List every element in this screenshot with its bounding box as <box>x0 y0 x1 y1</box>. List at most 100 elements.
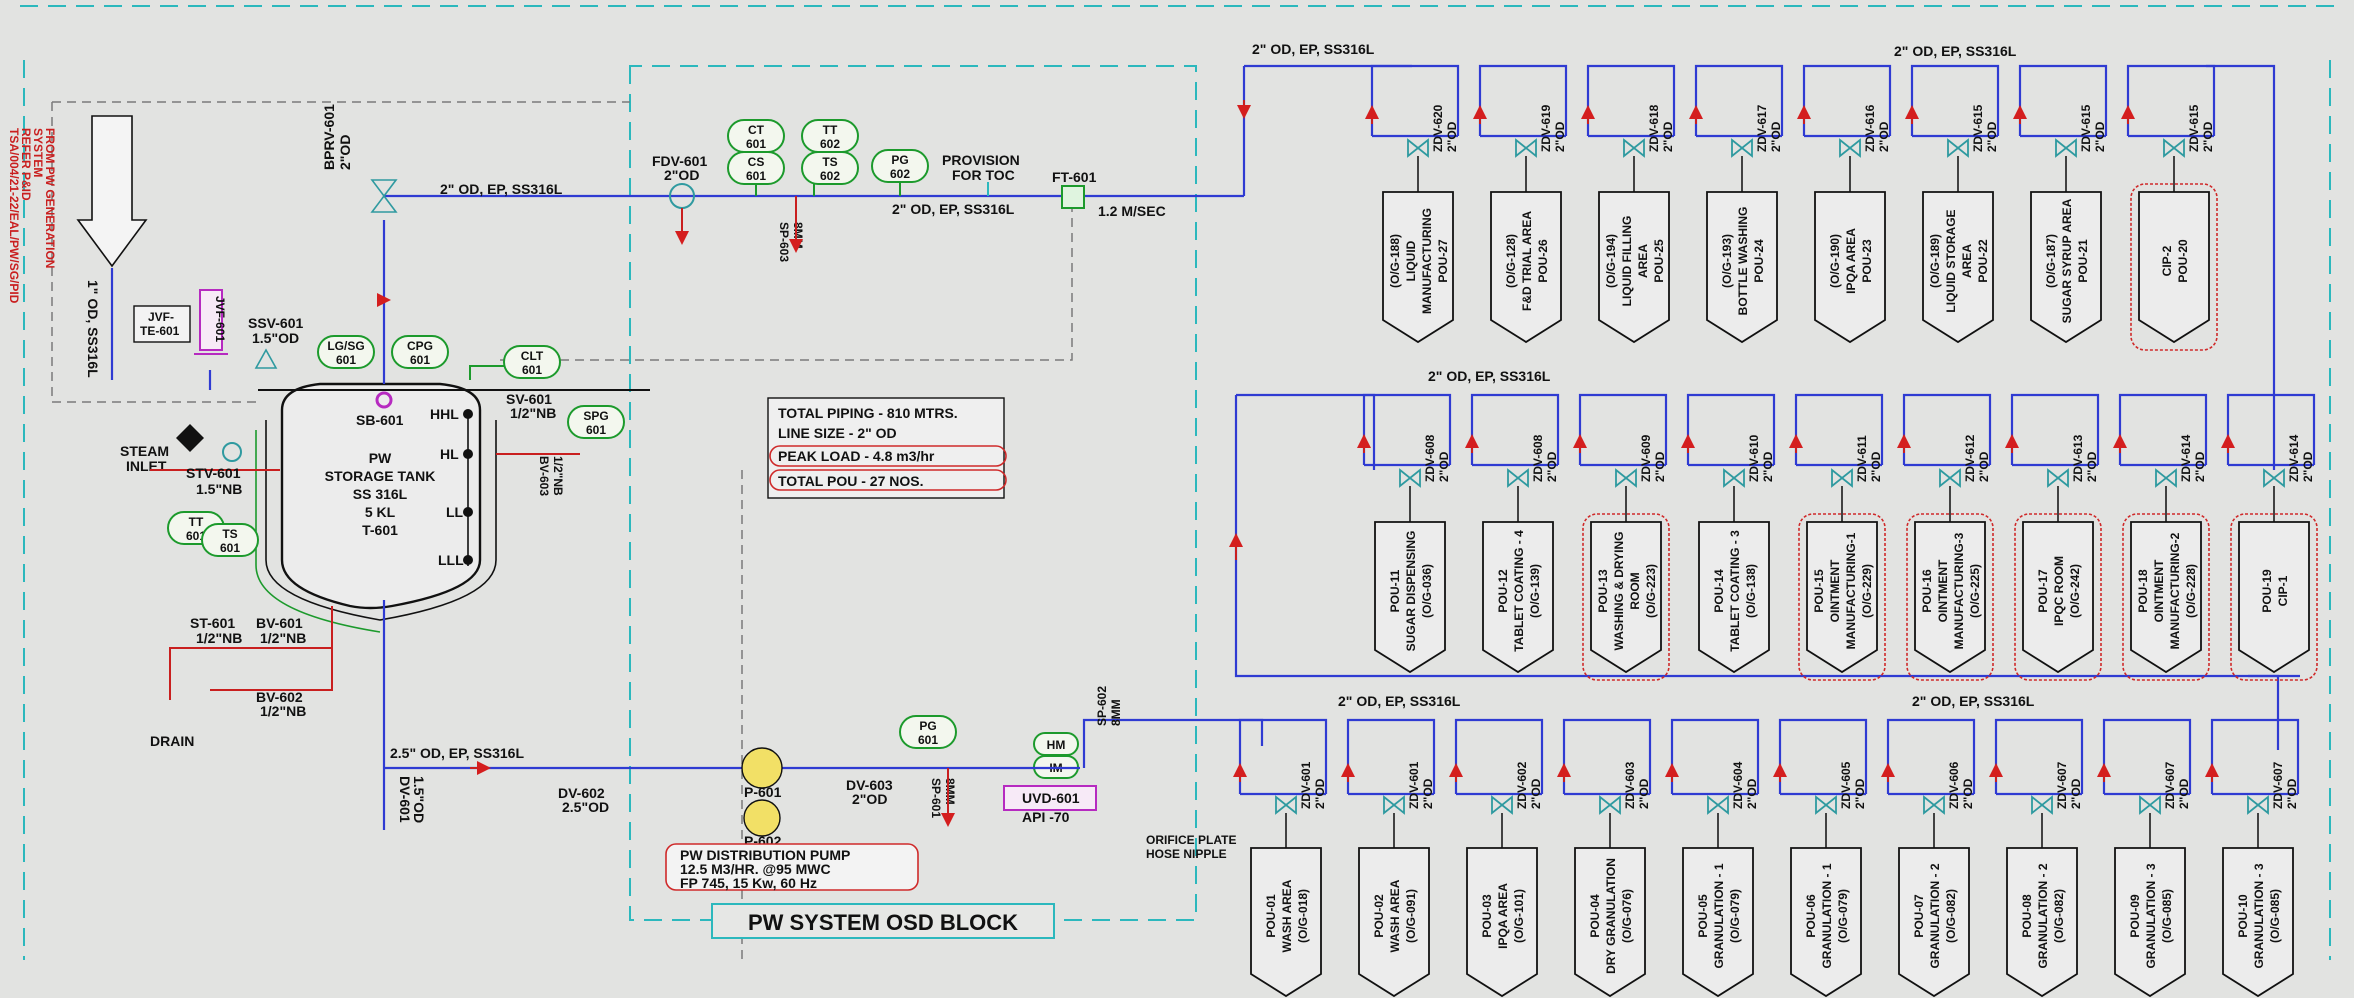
pou-label-line: POU-05 <box>1696 894 1710 938</box>
bot-right-spec-label: 2" OD, EP, SS316L <box>1912 693 2035 709</box>
pou-valve-size: 2"OD <box>1869 451 1883 482</box>
instrument-ts-number: 602 <box>820 169 840 183</box>
vel-label: 1.2 M/SEC <box>1098 203 1166 219</box>
uvd0-label: UVD-601 <box>1022 790 1080 806</box>
pou-valve-size: 2"OD <box>1653 451 1667 482</box>
pou-label-line: POU-16 <box>1920 569 1934 613</box>
dv601a-label: DV-601 <box>397 776 413 823</box>
pn1-label: 12.5 M3/HR. @95 MWC <box>680 861 831 877</box>
pou-label-line: (O/G-085) <box>2160 889 2174 943</box>
pou-valve-size: 2"OD <box>1985 121 1999 152</box>
pou-label-line: (O/G-079) <box>1728 889 1742 943</box>
bv1a-label: BV-601 <box>256 615 303 631</box>
pou-valve-size: 2"OD <box>2085 451 2099 482</box>
pn2-label: FP 745, 15 Kw, 60 Hz <box>680 875 817 891</box>
jvf1-label: TE-601 <box>140 324 180 338</box>
pou-label-line: POU-02 <box>1372 894 1386 938</box>
pou-valve-size: 2"OD <box>2201 121 2215 152</box>
pou-label-line: (O/G-128) <box>1504 234 1518 288</box>
pou-valve-size: 2"OD <box>2193 451 2207 482</box>
pou-valve-tag: ZDV-609 <box>1639 434 1653 482</box>
prov1-label: FOR TOC <box>952 167 1015 183</box>
bv1b-label: 1/2"NB <box>260 630 306 646</box>
pou-label-line: POU-12 <box>1496 569 1510 613</box>
lvl0-label: HHL <box>430 406 459 422</box>
pou-valve-tag: ZDV-605 <box>1839 761 1853 809</box>
pou-label-line: (O/G-225) <box>1968 564 1982 618</box>
instrument-pg2-tag: PG <box>919 719 936 733</box>
pou-label-line: CIP-2 <box>2160 245 2174 276</box>
pou-label-line: CIP-1 <box>2276 575 2290 606</box>
pou-valve-size: 2"OD <box>1745 778 1759 809</box>
pou-label-line: POU-07 <box>1912 894 1926 938</box>
pou-valve-tag: ZDV-603 <box>1623 761 1637 809</box>
pou-label-line: (O/G-229) <box>1860 564 1874 618</box>
fdv0-label: FDV-601 <box>652 153 707 169</box>
pou-valve-size: 2"OD <box>1529 778 1543 809</box>
pw-storage-tank: PW STORAGE TANK SS 316L 5 KL T-601 HHL H… <box>255 220 650 780</box>
bv2a-label: BV-602 <box>256 689 303 705</box>
pou-label-line: POU-24 <box>1752 239 1766 283</box>
stv1-label: 1.5"NB <box>196 481 242 497</box>
pou-label-line: POU-27 <box>1436 239 1450 283</box>
pou-label-line: SUGAR DISPENSING <box>1404 531 1418 652</box>
pou-label-line: POU-09 <box>2128 894 2142 938</box>
pou-valve-size: 2"OD <box>1661 121 1675 152</box>
pou-label-line: (O/G-242) <box>2068 564 2082 618</box>
pou-label-line: (O/G-188) <box>1388 234 1402 288</box>
pou-label-line: (O/G-036) <box>1420 564 1434 618</box>
pou-label-line: (O/G-189) <box>1928 234 1942 288</box>
pou-label-line: POU-22 <box>1976 239 1990 283</box>
pou-valve-size: 2"OD <box>2093 121 2107 152</box>
pou-label-line: (O/G-082) <box>1944 889 1958 943</box>
tank4-label: T-601 <box>362 522 398 538</box>
pou-valve-tag: ZDV-610 <box>1747 434 1761 482</box>
ft-label: FT-601 <box>1052 169 1097 185</box>
n-pou-label: TOTAL POU - 27 NOS. <box>778 473 923 489</box>
lvl1-label: HL <box>440 446 459 462</box>
tank2-label: SS 316L <box>353 486 408 502</box>
pou-label-line: LIQUID FILLING <box>1620 216 1634 307</box>
pou-valve-tag: ZDV-608 <box>1423 434 1437 482</box>
pou-label-line: (O/G-190) <box>1828 234 1842 288</box>
pou-label-line: (O/G-091) <box>1404 889 1418 943</box>
pou-label-line: (O/G-228) <box>2184 564 2198 618</box>
n-line-label: LINE SIZE - 2" OD <box>778 425 897 441</box>
pou-valve-tag: ZDV-607 <box>2163 761 2177 809</box>
steam0-label: STEAM <box>120 443 169 459</box>
pou-valve-tag: ZDV-614 <box>2179 434 2193 482</box>
pou-label-line: GRANULATION - 3 <box>2252 863 2266 968</box>
pou-label-line: GRANULATION - 2 <box>1928 863 1942 968</box>
pou-valve-size: 2"OD <box>1545 451 1559 482</box>
retpipe2-label: 2" OD, EP, SS316L <box>892 201 1015 217</box>
bv2b-label: 1/2"NB <box>260 703 306 719</box>
uvd1-label: API -70 <box>1022 809 1070 825</box>
pou-valve-tag: ZDV-601 <box>1407 761 1421 809</box>
pou-valve-tag: ZDV-617 <box>1755 104 1769 152</box>
pou-valve-tag: ZDV-602 <box>1515 761 1529 809</box>
pou-valve-tag: ZDV-619 <box>1539 104 1553 152</box>
instrument-lgsg-tag: LG/SG <box>327 339 364 353</box>
tank3-label: 5 KL <box>365 504 396 520</box>
pou-label-line: WASH AREA <box>1388 879 1402 952</box>
instrument-tt-tag: TT <box>823 123 838 137</box>
pou-label-line: LIQUID <box>1404 240 1418 281</box>
instrument-ts2-number: 601 <box>220 541 240 555</box>
